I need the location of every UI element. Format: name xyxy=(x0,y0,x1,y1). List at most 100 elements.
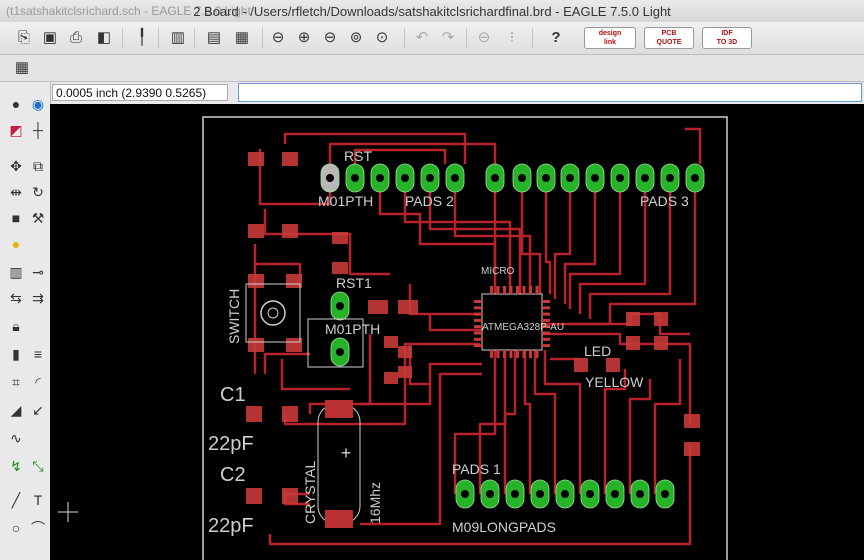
split-icon[interactable]: ◜ xyxy=(35,374,41,390)
zoom-fit-icon[interactable]: ⊖ xyxy=(271,29,285,46)
help-icon[interactable]: ? xyxy=(551,29,561,46)
trace-1 xyxy=(328,142,497,164)
pin-left-6 xyxy=(474,337,482,341)
undo-icon[interactable]: ↶ xyxy=(415,29,429,46)
miter-icon[interactable]: ⌗ xyxy=(12,374,20,390)
pin-bottom-7 xyxy=(535,350,539,358)
pin-right-0 xyxy=(542,300,550,303)
save-icon[interactable]: ▣ xyxy=(42,29,58,46)
trace-28 xyxy=(408,284,482,316)
rotate-icon[interactable]: ↻ xyxy=(32,184,44,200)
mirror-icon[interactable]: ⇹ xyxy=(10,184,22,200)
pad-3-2-hole xyxy=(542,174,550,182)
smd-r5-b xyxy=(654,336,668,350)
zoom-in-icon[interactable]: ⊕ xyxy=(297,29,311,46)
display-layers-icon[interactable]: ◩ xyxy=(9,122,23,138)
trace-11 xyxy=(563,179,597,304)
pin-bottom-0 xyxy=(490,350,493,358)
label-pads-2: PADS 2 xyxy=(405,193,454,209)
print-icon[interactable]: ⎙ xyxy=(69,29,82,46)
trace-37 xyxy=(603,369,627,494)
replace-icon[interactable]: ⇆ xyxy=(10,290,22,306)
zoom-out-icon[interactable]: ⊖ xyxy=(323,29,337,46)
copy-icon[interactable]: ⧉ xyxy=(33,158,43,174)
pad-3-7-hole xyxy=(666,174,674,182)
arc-icon[interactable]: ⌒ xyxy=(31,520,45,536)
pin-icon[interactable]: ╿ xyxy=(137,29,147,46)
zoom-redraw-icon[interactable]: ⊚ xyxy=(349,29,363,46)
layer-icon[interactable]: ▤ xyxy=(206,29,222,46)
cam-icon[interactable]: ◧ xyxy=(96,29,112,46)
smd-r1-b xyxy=(282,152,298,166)
pin-right-5 xyxy=(542,331,550,335)
label-c2-value: 22pF xyxy=(208,515,254,537)
trace-31 xyxy=(453,350,497,494)
change-icon[interactable]: ⚒ xyxy=(31,210,45,226)
optimize-icon[interactable]: ◢ xyxy=(10,402,22,418)
meander-icon[interactable]: ∿ xyxy=(10,430,22,446)
pad-3-3-hole xyxy=(566,174,574,182)
command-input[interactable] xyxy=(238,83,862,102)
display-icon[interactable]: ▦ xyxy=(234,29,250,46)
pad-3-5-hole xyxy=(616,174,624,182)
pin-bottom-6 xyxy=(529,350,532,358)
pad-2-3-hole xyxy=(426,174,434,182)
smash-icon[interactable]: ▮ xyxy=(12,346,20,362)
pad-m01pth-hole xyxy=(326,174,334,182)
trace-6 xyxy=(453,179,532,294)
autorouter-icon[interactable]: ⤡ xyxy=(32,458,44,474)
smd-r3-a xyxy=(368,300,388,314)
open-icon[interactable]: ⎘ xyxy=(17,29,30,46)
pad-1-7-hole xyxy=(636,490,644,498)
label-rst: RST xyxy=(344,148,372,164)
pin-left-2 xyxy=(474,312,482,316)
label-pads-1: PADS 1 xyxy=(452,461,501,477)
trace-35 xyxy=(533,350,557,494)
group-icon[interactable]: ■ xyxy=(11,210,21,226)
grid-table-icon[interactable]: ▦ xyxy=(14,59,30,76)
trace-39 xyxy=(653,359,682,494)
label-led: LED xyxy=(584,343,611,359)
trace-18 xyxy=(263,209,390,276)
board-canvas[interactable]: + RST M01PTH PADS 2 PADS 3 MICRO RST1 M0… xyxy=(50,104,864,560)
stop-icon[interactable]: ⊖ xyxy=(477,29,491,46)
value-icon[interactable]: ≡ xyxy=(33,346,43,362)
trace-25 xyxy=(283,342,480,426)
ratsnest-icon[interactable]: ↯ xyxy=(10,458,22,474)
zoom-select-icon[interactable]: ⊙ xyxy=(375,29,389,46)
pin-right-2 xyxy=(542,312,550,316)
paste-icon[interactable]: ● xyxy=(11,236,21,252)
crystal-plus: + xyxy=(341,443,352,463)
circle-icon[interactable]: ○ xyxy=(11,520,21,536)
label-c1-value: 22pF xyxy=(208,433,254,455)
info-icon[interactable]: ● xyxy=(11,96,21,112)
name-icon[interactable]: ⇉ xyxy=(32,290,44,306)
coordinate-row: 0.0005 inch (2.9390 0.5265) xyxy=(0,82,864,105)
pin-bottom-5 xyxy=(522,350,526,358)
mark-icon[interactable]: ┼ xyxy=(33,122,43,138)
smd-led-a xyxy=(574,358,588,372)
trace-5 xyxy=(428,179,522,294)
left-toolbox: ● ◉ ◩ ┼ ✥ ⧉ ⇹ ↻ ■ ⚒ ● ▥ ⊸ ⇆ ⇉ 🔒︎ ▮ ≡ ⌗ ◜… xyxy=(0,82,51,560)
pad-3-4-hole xyxy=(591,174,599,182)
redo-icon[interactable]: ↷ xyxy=(441,29,455,46)
trace-43 xyxy=(268,444,692,546)
wire-icon[interactable]: ╱ xyxy=(11,492,21,508)
smd-c1-a xyxy=(246,406,262,422)
go-icon[interactable]: ⁝ xyxy=(509,29,515,46)
label-m01pth: M01PTH xyxy=(318,193,373,209)
show-icon[interactable]: ◉ xyxy=(31,96,45,112)
route-icon[interactable]: ↙ xyxy=(32,402,44,418)
move-icon[interactable]: ✥ xyxy=(10,158,22,174)
text-icon[interactable]: T xyxy=(33,492,43,508)
grid-icon[interactable]: ▥ xyxy=(170,29,186,46)
delete-icon[interactable]: ▥ xyxy=(9,264,23,280)
lock-icon[interactable]: 🔒︎ xyxy=(12,318,20,334)
trace-10 xyxy=(553,179,572,299)
smd-r4-a xyxy=(626,312,640,326)
smd-r5-a xyxy=(654,312,668,326)
add-icon[interactable]: ⊸ xyxy=(32,264,44,280)
